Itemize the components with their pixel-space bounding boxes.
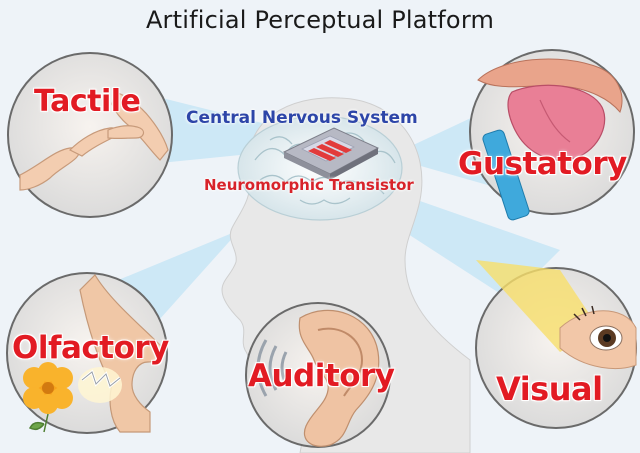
central-nervous-system-label: Central Nervous System: [186, 108, 418, 128]
visual-label: Visual: [496, 370, 603, 408]
gustatory-circle: [470, 50, 634, 221]
auditory-label: Auditory: [248, 358, 395, 394]
tactile-circle: [8, 53, 172, 217]
gustatory-label: Gustatory: [458, 146, 627, 182]
scent-spark-icon: [78, 367, 122, 403]
neuromorphic-transistor-label: Neuromorphic Transistor: [204, 176, 414, 194]
tactile-label: Tactile: [34, 84, 140, 119]
diagram-title: Artificial Perceptual Platform: [0, 6, 640, 34]
olfactory-label: Olfactory: [12, 330, 169, 366]
